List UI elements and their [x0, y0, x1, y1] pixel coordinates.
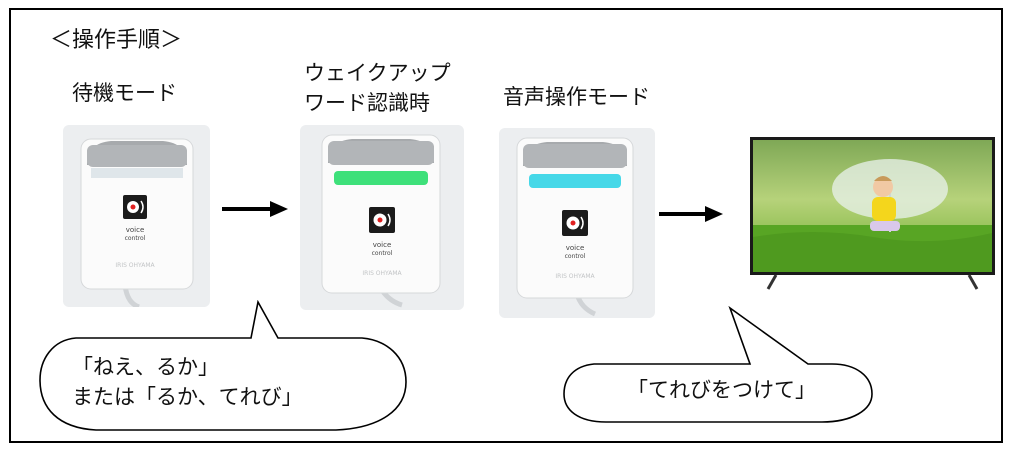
speech-bubble-wake-word: [39, 300, 407, 431]
brand-text: IRIS OHYAMA: [362, 270, 402, 277]
step-label-standby: 待機モード: [72, 80, 177, 106]
bubble-command-line-1: 「てれびをつけて」: [627, 378, 816, 402]
diagram-frame: [9, 8, 1003, 443]
status-light: [91, 168, 183, 178]
badge-line1: voice: [373, 241, 392, 249]
brand-text: IRIS OHYAMA: [555, 273, 595, 280]
device-standby-illustration: voice control IRIS OHYAMA: [80, 138, 194, 307]
step-label-wake-word: ウェイクアップ ワード認識時: [304, 58, 451, 118]
device-wake-word-illustration: voice control IRIS OHYAMA: [321, 134, 441, 308]
badge-line2: control: [372, 250, 393, 257]
badge-line2: control: [125, 235, 146, 242]
television-illustration: [750, 137, 995, 290]
step-label-wake-word-line-1: ウェイクアップ: [304, 61, 451, 85]
arrow-right-icon: [659, 206, 723, 222]
badge-line1: voice: [126, 226, 145, 234]
device-voice-mode: voice control IRIS OHYAMA: [499, 128, 655, 318]
bubble-wake-line-2: または「るか、てれび」: [72, 385, 303, 409]
status-light: [529, 174, 621, 188]
device-standby: voice control IRIS OHYAMA: [63, 125, 210, 307]
step-label-standby-line: 待機モード: [72, 81, 177, 105]
status-light: [334, 171, 428, 185]
device-wake-word: voice control IRIS OHYAMA: [300, 125, 464, 310]
page-title: ＜操作手順＞: [50, 28, 183, 53]
device-voice-mode-illustration: voice control IRIS OHYAMA: [516, 137, 634, 317]
arrow-right-icon: [222, 201, 288, 217]
television: [750, 137, 995, 292]
badge-line1: voice: [566, 244, 585, 252]
speech-bubble-command: [563, 306, 873, 423]
step-label-voice-mode: 音声操作モード: [503, 84, 650, 110]
step-label-voice-mode-line: 音声操作モード: [503, 85, 650, 109]
badge-line2: control: [565, 253, 586, 260]
step-label-wake-word-line-2: ワード認識時: [304, 91, 430, 115]
brand-text: IRIS OHYAMA: [115, 262, 155, 269]
bubble-wake-line-1: 「ねえ、るか」: [72, 355, 219, 379]
